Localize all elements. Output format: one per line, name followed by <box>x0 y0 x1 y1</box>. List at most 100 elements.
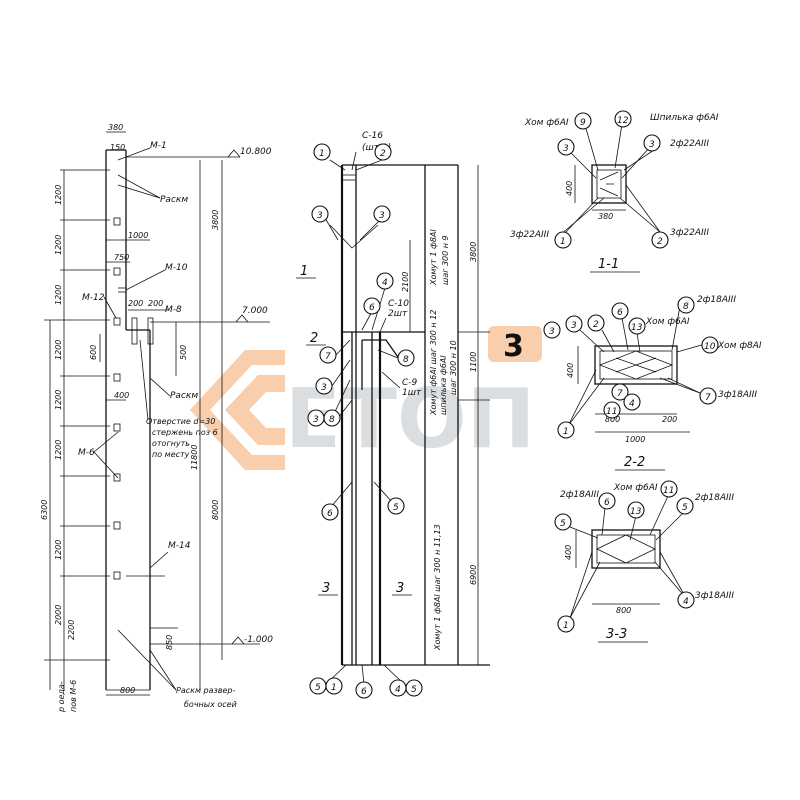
svg-text:Отверстие d=30: Отверстие d=30 <box>146 417 215 426</box>
bottom-left-note: р оеда- пов М-6 <box>57 680 78 713</box>
section-2-2: 800 200 1000 400 2ф18АIII Хом ф6АI Хом ф… <box>543 295 762 471</box>
svg-text:отогнуть: отогнуть <box>152 439 190 448</box>
stirrup-notes: Хомут 1 ф8АI шаг 300 н 9 Хомут ф6АI шаг … <box>429 229 458 651</box>
svg-text:3: 3 <box>649 140 655 150</box>
svg-text:1200: 1200 <box>54 390 63 410</box>
svg-text:11: 11 <box>606 407 617 417</box>
watermark-logo-shape <box>190 350 285 470</box>
svg-text:2200: 2200 <box>67 620 76 640</box>
section-mark-2: 2 <box>310 331 318 346</box>
s11-title: 1-1 <box>598 257 619 272</box>
svg-text:4: 4 <box>629 399 635 409</box>
svg-text:2: 2 <box>657 237 663 247</box>
svg-text:1200: 1200 <box>54 340 63 360</box>
s33-dim-h: 400 <box>564 545 573 560</box>
dim-11800: 11800 <box>190 445 199 470</box>
svg-text:3: 3 <box>549 327 555 337</box>
svg-text:Хомут 1 ф8АI: Хомут 1 ф8АI <box>429 229 438 286</box>
section-3-3: 800 400 2ф18АIII Хом ф6АI 2ф18АIII 3ф18А… <box>554 480 734 643</box>
svg-text:по месту: по месту <box>152 450 190 459</box>
svg-text:1200: 1200 <box>54 285 63 305</box>
embedded-m8-label: М-8 <box>165 305 182 315</box>
embedded-m14-label: М-14 <box>168 541 191 551</box>
svg-text:3: 3 <box>379 211 385 221</box>
left-dim-values: 1200 1200 1200 1200 1200 1200 1200 2000 … <box>54 185 76 640</box>
s22-title: 2-2 <box>624 455 645 470</box>
s22-label-r1: 2ф18АIII <box>697 295 736 305</box>
label-c16: С-16 <box>362 131 383 141</box>
reinforcement-callouts: 1 2 3 3 4 6 7 8 3 3 8 6 5 5 1 6 4 5 <box>307 143 423 699</box>
svg-text:5: 5 <box>560 519 566 529</box>
svg-text:1200: 1200 <box>54 235 63 255</box>
svg-text:6: 6 <box>361 687 367 697</box>
s22-dim-w2: 1000 <box>625 435 645 444</box>
svg-text:5: 5 <box>411 685 417 695</box>
s11-label-top-bars: 2ф22АIII <box>670 139 709 149</box>
s22-callouts: 8 6 3 2 13 10 7 11 4 7 1 3 <box>543 296 719 439</box>
s33-dim-w: 800 <box>616 606 631 615</box>
dim-500: 500 <box>179 345 188 360</box>
svg-text:7: 7 <box>617 389 623 399</box>
elevation-7000: 7.000 <box>242 306 268 316</box>
s11-label-pin: Шпилька ф6АI <box>650 113 719 123</box>
svg-text:пов М-6: пов М-6 <box>69 680 78 712</box>
dim-8000: 8000 <box>211 500 220 520</box>
s33-label-tl: 2ф18АIII <box>560 490 599 500</box>
section-mark-1: 1 <box>300 264 308 279</box>
bracing-label: Раскм <box>160 195 188 205</box>
s11-label-bottom-left: 3ф22АIII <box>510 230 549 240</box>
svg-text:1: 1 <box>319 149 325 159</box>
svg-text:1: 1 <box>560 237 566 247</box>
svg-text:13: 13 <box>630 507 642 517</box>
s11-callouts: 9 12 3 3 1 2 <box>554 110 669 249</box>
dim-top-offset: 150 <box>110 143 125 152</box>
label-c9-qty: 1шт <box>402 388 422 398</box>
svg-text:5: 5 <box>315 683 321 693</box>
svg-text:4: 4 <box>382 278 388 288</box>
svg-text:3: 3 <box>313 415 319 425</box>
embedded-m12-label: М-12 <box>82 293 105 303</box>
s11-label-bottom-right: 3ф22АIII <box>670 228 709 238</box>
section-1-1: 380 400 Хом ф6АI Шпилька ф6АI 2ф22АIII 3… <box>510 110 719 273</box>
svg-text:8: 8 <box>683 302 689 312</box>
svg-text:10: 10 <box>704 342 716 352</box>
svg-text:1: 1 <box>563 621 569 631</box>
svg-text:Хомут 1 ф8АI шаг 300 н 11,13: Хомут 1 ф8АI шаг 300 н 11,13 <box>433 524 442 651</box>
svg-text:13: 13 <box>631 323 643 333</box>
dim-750: 750 <box>114 253 129 262</box>
elevation-bottom: -1.000 <box>244 635 273 645</box>
svg-text:шаг 300 н 10: шаг 300 н 10 <box>449 340 458 395</box>
note-hole: Отверстие d=30 стержень поз 6 отогнуть п… <box>146 417 218 459</box>
svg-text:шаг 300 н 9: шаг 300 н 9 <box>441 235 450 285</box>
svg-text:1: 1 <box>563 427 569 437</box>
svg-text:6: 6 <box>327 509 333 519</box>
svg-text:1200: 1200 <box>54 440 63 460</box>
svg-text:Хомут ф6АI шаг 300 н 12: Хомут ф6АI шаг 300 н 12 <box>429 310 438 416</box>
s33-callouts: 5 6 13 11 5 1 4 <box>554 480 695 633</box>
svg-text:шпилька ф6АI: шпилька ф6АI <box>439 355 448 415</box>
s22-label-br: 3ф18АIII <box>718 390 757 400</box>
label-c9: С-9 <box>402 378 418 388</box>
section-mark-3-left: 3 <box>322 581 330 596</box>
svg-text:3: 3 <box>317 211 323 221</box>
s33-label-tr: 2ф18АIII <box>695 493 734 503</box>
svg-text:3: 3 <box>563 144 569 154</box>
dim-1000: 1000 <box>128 231 148 240</box>
label-c10-qty: 2шт <box>388 309 408 319</box>
s22-dim-200: 200 <box>662 415 677 424</box>
svg-text:8: 8 <box>329 415 335 425</box>
svg-text:3: 3 <box>321 383 327 393</box>
embedded-m6-label: М-6 <box>78 448 95 458</box>
dim-3800-right: 3800 <box>469 242 478 262</box>
s33-label-br: 3ф18АIII <box>695 591 734 601</box>
dim-total-left: 6300 <box>40 500 49 520</box>
svg-text:9: 9 <box>580 118 586 128</box>
svg-text:стержень поз 6: стержень поз 6 <box>152 428 218 437</box>
svg-text:11: 11 <box>663 486 674 496</box>
s33-title: 3-3 <box>606 627 627 642</box>
svg-text:бочных осей: бочных осей <box>184 700 237 709</box>
svg-text:1200: 1200 <box>54 540 63 560</box>
watermark-badge: 3 <box>503 329 524 364</box>
svg-text:5: 5 <box>682 503 688 513</box>
